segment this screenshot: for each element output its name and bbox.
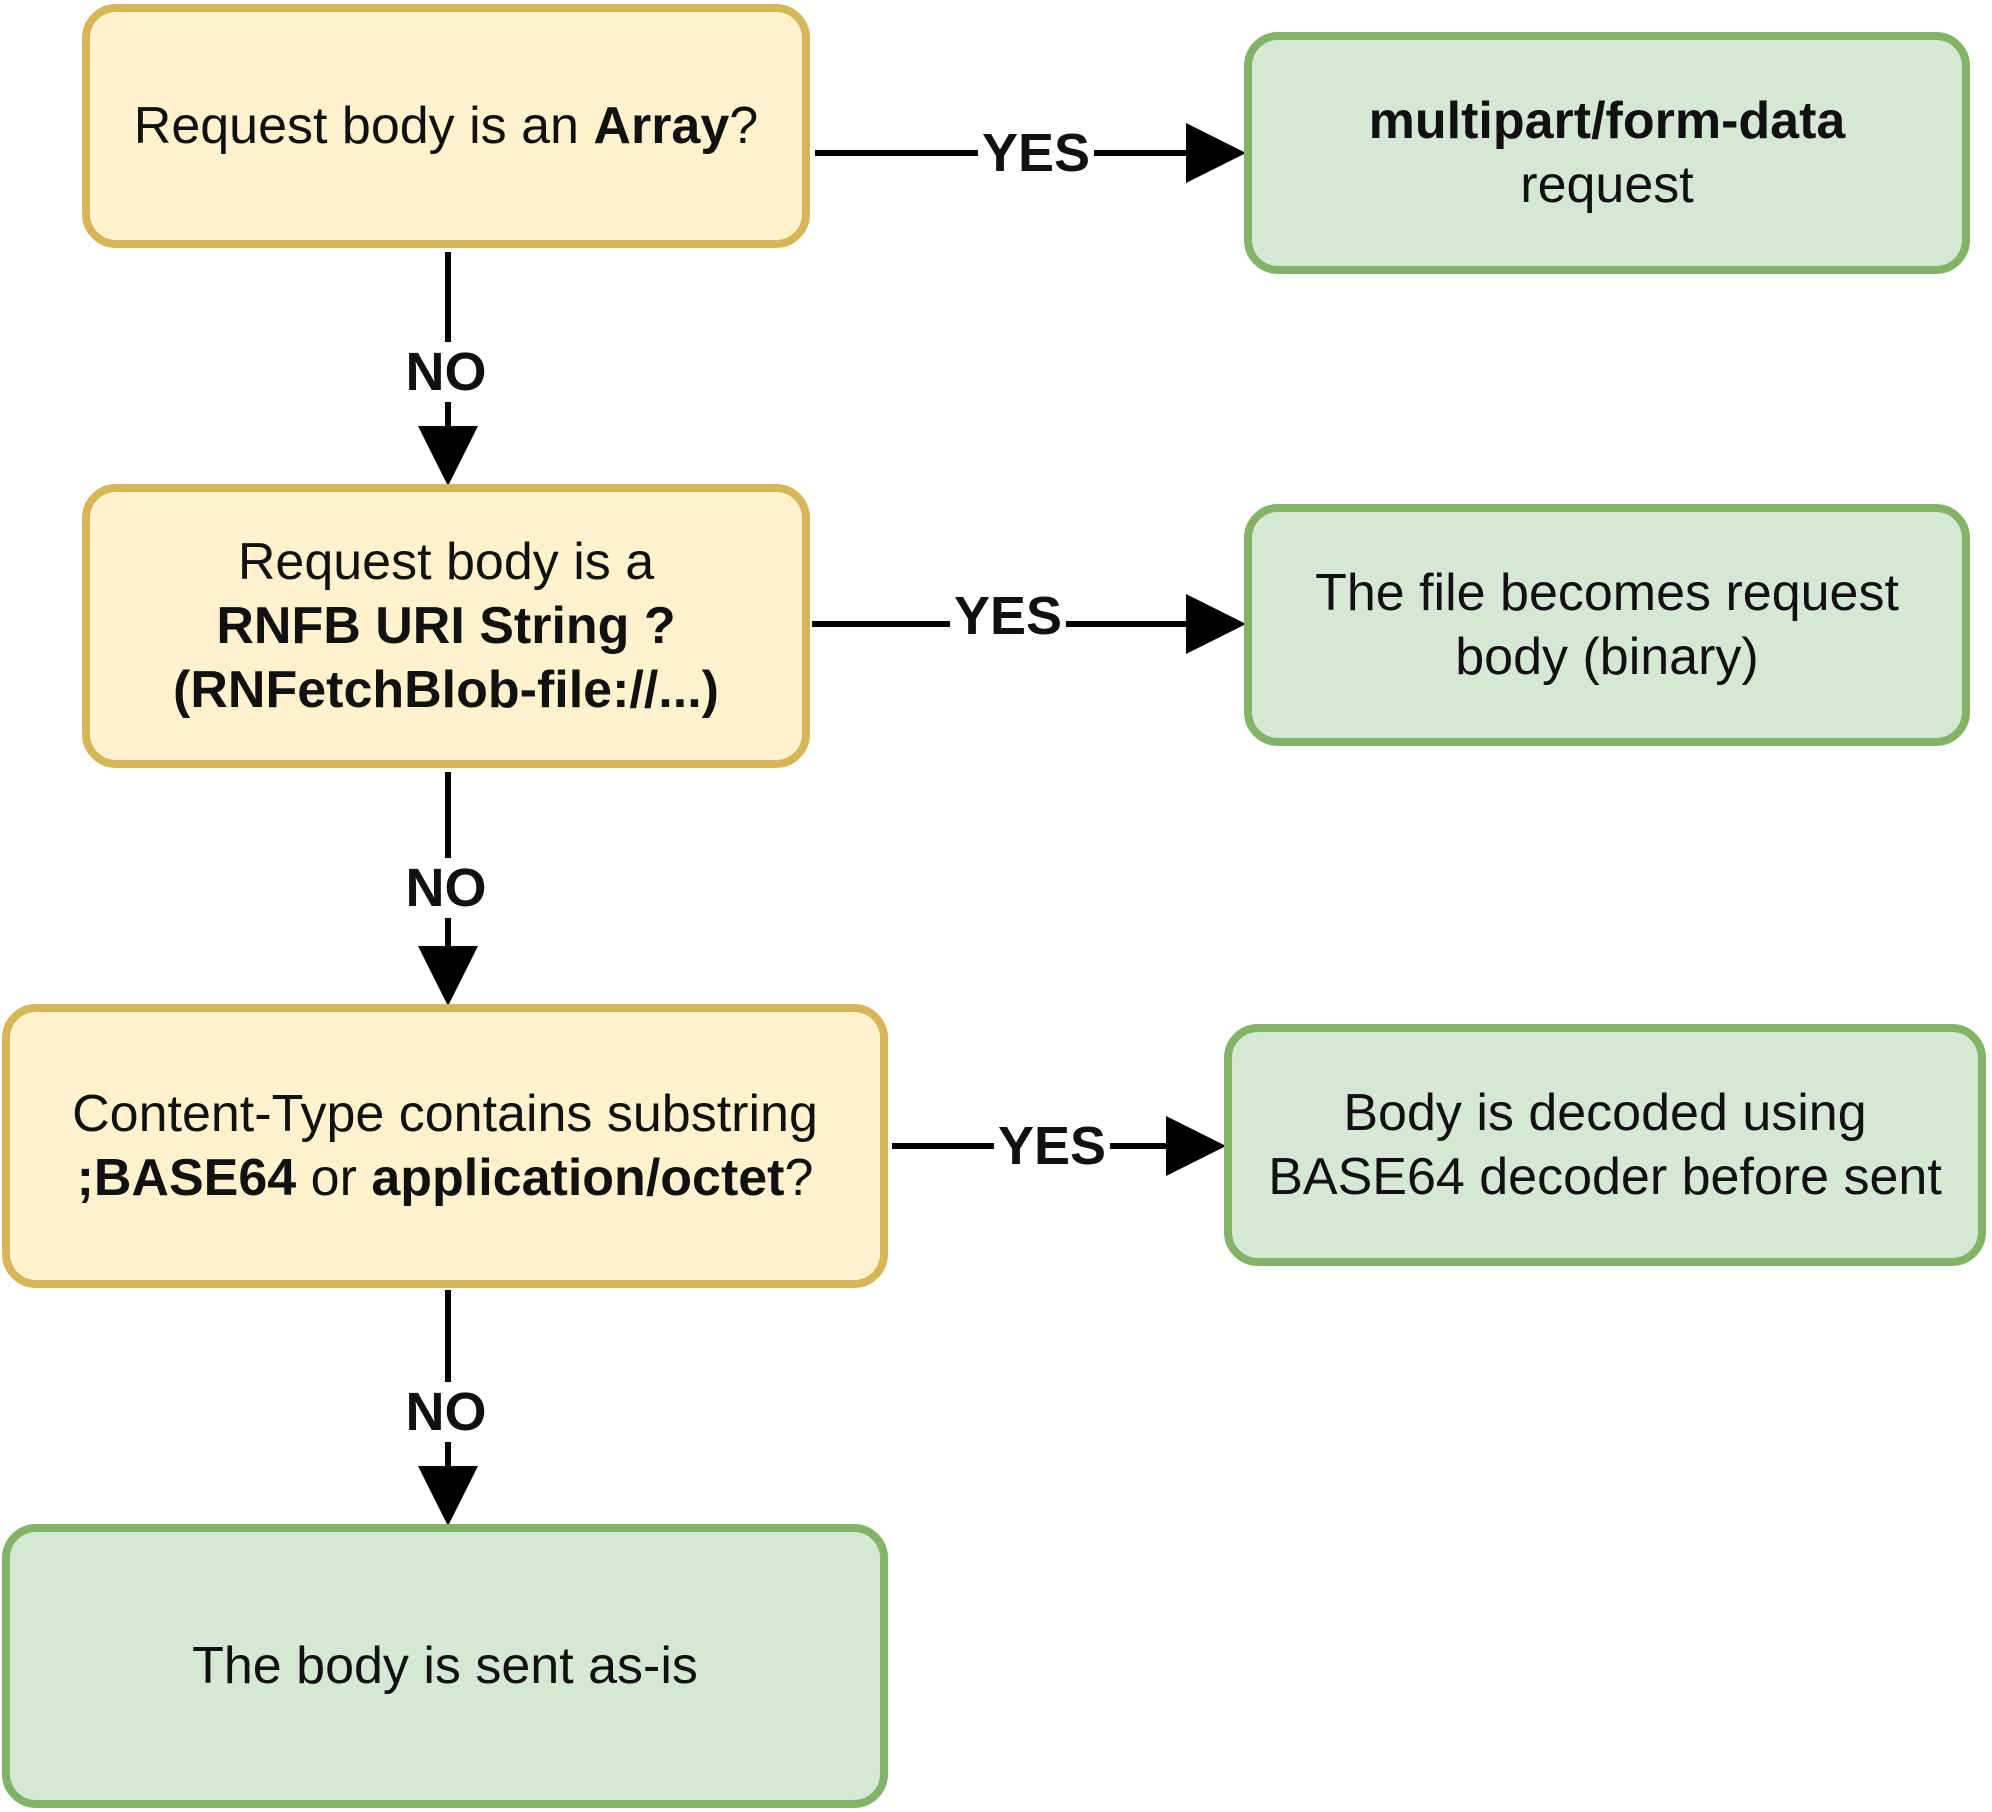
decision-uri-line1: Request body is a [237,533,655,591]
decision-array-check: Request body is an Array? [82,4,810,248]
no-label-1: NO [401,342,491,402]
no-label-3: NO [401,1382,491,1442]
decision-array-text: Request body is an Array? [133,97,759,155]
outcome-multipart: multipart/form-data request [1244,32,1970,274]
outcome-multipart-line1: multipart/form-data [1368,92,1846,150]
decision-content-type-check: Content-Type contains substring ;BASE64 … [2,1004,888,1288]
outcome-file-binary-line2: body (binary) [1455,628,1759,686]
decision-uri-line2: RNFB URI String ? [216,597,676,655]
outcome-multipart-line2: request [1520,156,1694,214]
outcome-base64-line1: Body is decoded using [1343,1084,1867,1142]
outcome-sent-as-is-text: The body is sent as-is [192,1637,698,1695]
outcome-sent-as-is: The body is sent as-is [2,1524,888,1808]
outcome-base64-decoded: Body is decoded using BASE64 decoder bef… [1224,1024,1986,1266]
decision-uri-check: Request body is a RNFB URI String ? (RNF… [82,484,810,768]
yes-label-1: YES [977,123,1095,183]
no-label-2: NO [401,858,491,918]
outcome-file-binary-line1: The file becomes request [1315,564,1899,622]
decision-content-type-line2: ;BASE64 or application/octet? [76,1149,814,1207]
yes-label-3: YES [993,1116,1111,1176]
decision-uri-line3: (RNFetchBlob-file://...) [173,661,719,719]
decision-content-type-line1: Content-Type contains substring [72,1085,818,1143]
outcome-file-binary: The file becomes request body (binary) [1244,504,1970,746]
yes-label-2: YES [949,586,1067,646]
outcome-base64-line2: BASE64 decoder before sent [1268,1148,1942,1206]
